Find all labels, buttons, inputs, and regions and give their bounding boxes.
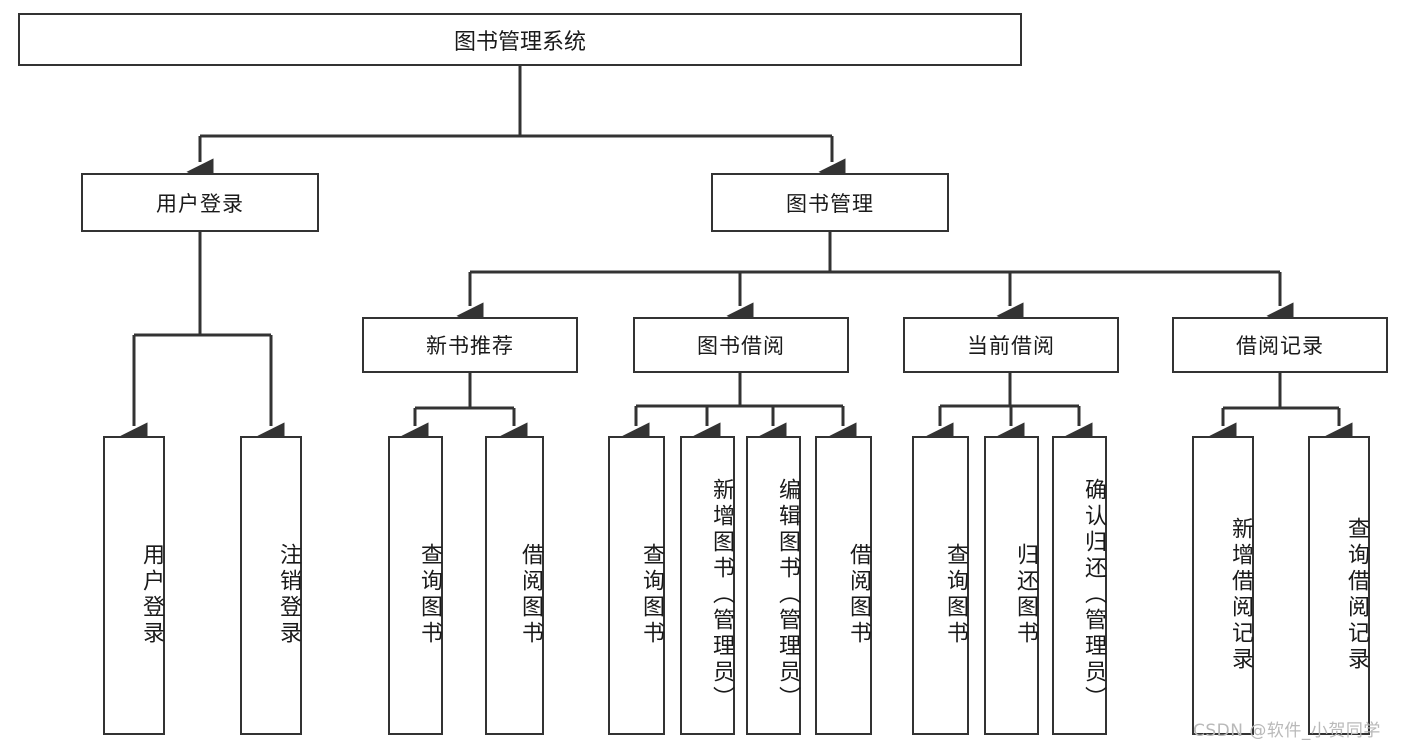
node-leaf-add-book[interactable]: 新增图书（管理员） [680, 436, 735, 735]
node-label: 新增借阅记录 [1228, 516, 1253, 673]
node-current-borrow[interactable]: 当前借阅 [903, 317, 1119, 373]
node-label: 新增图书（管理员） [709, 477, 734, 712]
node-label: 确认归还（管理员） [1081, 477, 1106, 712]
node-leaf-return-book[interactable]: 归还图书 [984, 436, 1039, 735]
node-leaf-query-book-3[interactable]: 查询图书 [912, 436, 969, 735]
node-leaf-edit-book[interactable]: 编辑图书（管理员） [746, 436, 801, 735]
node-new-book-recommend[interactable]: 新书推荐 [362, 317, 578, 373]
node-label: 图书借阅 [697, 334, 785, 358]
node-leaf-confirm-return[interactable]: 确认归还（管理员） [1052, 436, 1107, 735]
node-leaf-query-book-2[interactable]: 查询图书 [608, 436, 665, 735]
node-leaf-add-record[interactable]: 新增借阅记录 [1192, 436, 1254, 735]
node-label: 图书管理系统 [453, 29, 586, 55]
node-label: 查询图书 [417, 542, 442, 647]
node-label: 借阅图书 [846, 542, 871, 647]
node-label: 借阅图书 [518, 542, 543, 647]
node-leaf-query-record[interactable]: 查询借阅记录 [1308, 436, 1370, 735]
csdn-watermark: CSDN @软件_小贺同学 [1193, 721, 1381, 741]
node-user-login[interactable]: 用户登录 [81, 173, 319, 232]
node-label: 归还图书 [1013, 542, 1038, 647]
node-book-borrow[interactable]: 图书借阅 [633, 317, 849, 373]
node-label: 查询图书 [639, 542, 664, 647]
node-leaf-borrow-book-1[interactable]: 借阅图书 [485, 436, 544, 735]
node-label: 用户登录 [139, 542, 164, 647]
node-label: 编辑图书（管理员） [775, 477, 800, 712]
node-label: 图书管理 [786, 191, 874, 216]
node-label: 注销登录 [276, 542, 301, 647]
node-root-system[interactable]: 图书管理系统 [18, 13, 1022, 66]
node-leaf-query-book-1[interactable]: 查询图书 [388, 436, 443, 735]
node-label: 查询借阅记录 [1344, 516, 1369, 673]
node-leaf-user-login[interactable]: 用户登录 [103, 436, 165, 735]
node-borrow-record[interactable]: 借阅记录 [1172, 317, 1388, 373]
node-label: 新书推荐 [426, 334, 514, 358]
node-book-manage[interactable]: 图书管理 [711, 173, 949, 232]
node-leaf-borrow-book-2[interactable]: 借阅图书 [815, 436, 872, 735]
node-label: 当前借阅 [967, 334, 1055, 358]
node-label: 查询图书 [943, 542, 968, 647]
node-label: 用户登录 [156, 191, 244, 216]
node-leaf-logout[interactable]: 注销登录 [240, 436, 302, 735]
node-label: 借阅记录 [1236, 334, 1324, 358]
